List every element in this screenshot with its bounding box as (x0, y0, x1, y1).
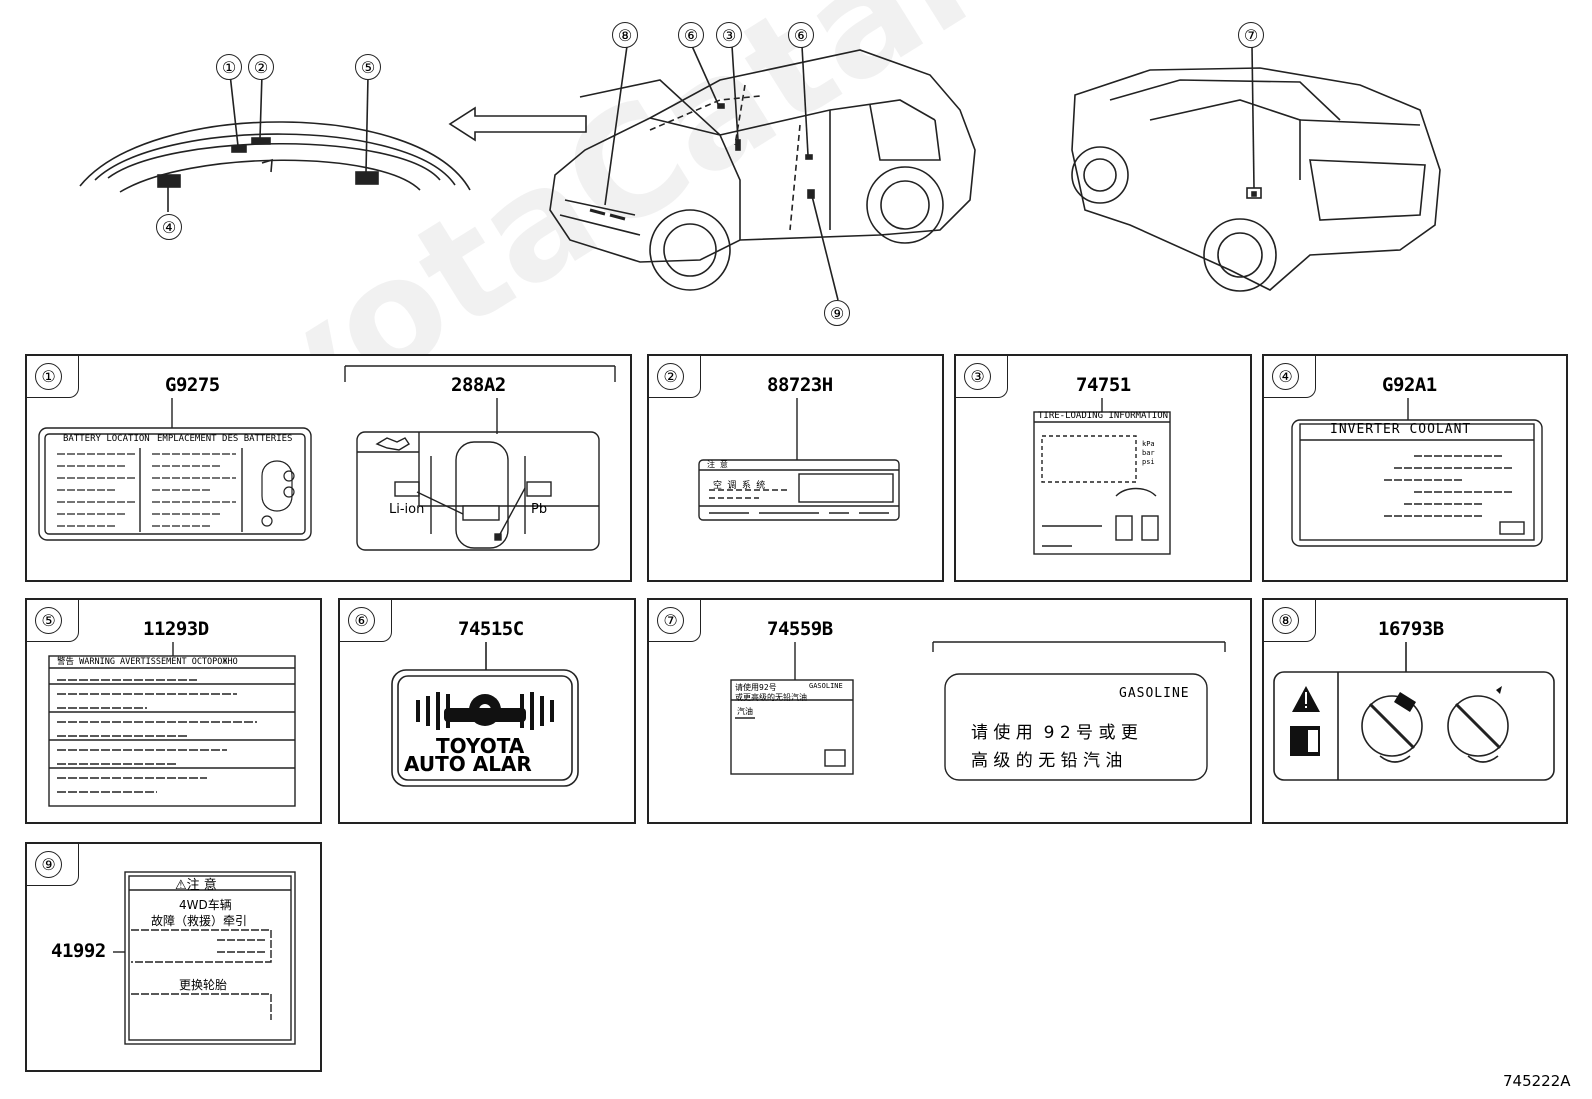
p2-ac: 空 调 系 统 (713, 481, 766, 491)
part-number-288a2: 288A2 (451, 374, 506, 396)
callout-4: ④ (156, 214, 182, 240)
part-number-g92a1: G92A1 (1382, 374, 1437, 396)
diagram-id: 745222A (1503, 1072, 1571, 1090)
panel-4-index: ④ (1272, 363, 1299, 390)
gasoline-label: GASOLINE (1119, 686, 1190, 701)
panel-7: ⑦ 74559B 请使用92号 GASOLINE 或更高级的无铅汽油 汽油 GA… (647, 598, 1252, 824)
part-number-11293d: 11293D (143, 618, 209, 640)
panel-8: ⑧ 16793B (1262, 598, 1568, 824)
panel-3: ③ 74751 TIRE-LOADING INFORMATION kPa bar… (954, 354, 1252, 582)
pressure-units: kPa bar psi (1142, 440, 1155, 467)
panel-5: ⑤ 11293D 警告 WARNING AVERTISSEMENT OCTOPO… (25, 598, 322, 824)
panel-1-index: ① (35, 363, 62, 390)
part-number-74751: 74751 (1076, 374, 1131, 396)
toyota-text: TOYOTA (436, 734, 525, 758)
callout-5: ⑤ (355, 54, 381, 80)
unit-bar: bar (1142, 449, 1155, 457)
auto-alarm-text: AUTO ALAR (404, 752, 532, 776)
callout-6a: ⑥ (678, 22, 704, 48)
tire-loading-title: TIRE-LOADING INFORMATION (1038, 411, 1169, 421)
emplacement-text: EMPLACEMENT DES BATTERIES (157, 434, 293, 444)
p9-line1: 4WD车辆 (179, 898, 232, 912)
part-number-g9275: G9275 (165, 374, 220, 396)
part-number-74515c: 74515C (458, 618, 524, 640)
part-number-41992: 41992 (51, 940, 106, 962)
callout-9: ⑨ (824, 300, 850, 326)
dash-arc-outer (79, 121, 471, 191)
p9-line2: 故障（救援）牵引 (151, 914, 248, 928)
pb-label: Pb (531, 502, 548, 517)
inverter-coolant-title: INVERTER COOLANT (1330, 422, 1472, 437)
callout-3: ③ (716, 22, 742, 48)
unit-psi: psi (1142, 458, 1155, 466)
panel-9-index: ⑨ (35, 851, 62, 878)
part-number-88723h: 88723H (767, 374, 833, 396)
panel-6: ⑥ 74515C TOYOTA AUTO ALAR (338, 598, 636, 824)
p7-small-l2: 或更高级的无铅汽油 (735, 693, 807, 702)
fuel-instruction-line2: 高 级 的 无 铅 汽 油 (971, 751, 1123, 771)
panel-8-index: ⑧ (1272, 607, 1299, 634)
panel-9: ⑨ 41992 ⚠注 意 4WD车辆 故障（救援）牵引 更换轮胎 (25, 842, 322, 1072)
p2-warn: 注 意 (707, 460, 728, 469)
panel-3-index: ③ (964, 363, 991, 390)
p7-small-gas: GASOLINE (809, 682, 843, 690)
p9-line3: 更换轮胎 (179, 978, 228, 992)
rear-vehicle (1071, 45, 1441, 292)
fuel-instruction-line1: 请 使 用 9 2 号 或 更 (971, 723, 1138, 743)
callout-7: ⑦ (1238, 22, 1264, 48)
front-vehicle (549, 45, 976, 301)
callout-6b: ⑥ (788, 22, 814, 48)
vehicle-illustrations (79, 45, 1441, 301)
panel-6-index: ⑥ (348, 607, 375, 634)
part-number-16793b: 16793B (1378, 618, 1444, 640)
p7-small-l3: 汽油 (737, 707, 753, 716)
panel-5-index: ⑤ (35, 607, 62, 634)
callout-2: ② (248, 54, 274, 80)
li-ion-label: Li-ion (389, 502, 425, 517)
panel-4: ④ G92A1 INVERTER COOLANT (1262, 354, 1568, 582)
p9-header: ⚠注 意 (175, 878, 217, 893)
callout-8: ⑧ (612, 22, 638, 48)
p7-small-l1: 请使用92号 (735, 683, 777, 692)
p5-header: 警告 WARNING AVERTISSEMENT OCTOPOЖНО (57, 657, 238, 667)
part-number-74559b: 74559B (767, 618, 833, 640)
panel-2: ② 88723H 注 意 空 调 系 统 (647, 354, 944, 582)
unit-kpa: kPa (1142, 440, 1155, 448)
callout-1: ① (216, 54, 242, 80)
battery-location-text: BATTERY LOCATION (63, 434, 150, 444)
panel-7-index: ⑦ (657, 607, 684, 634)
panel-1: ① G9275 288A2 BATTERY LOCATI (25, 354, 632, 582)
panel-2-index: ② (657, 363, 684, 390)
